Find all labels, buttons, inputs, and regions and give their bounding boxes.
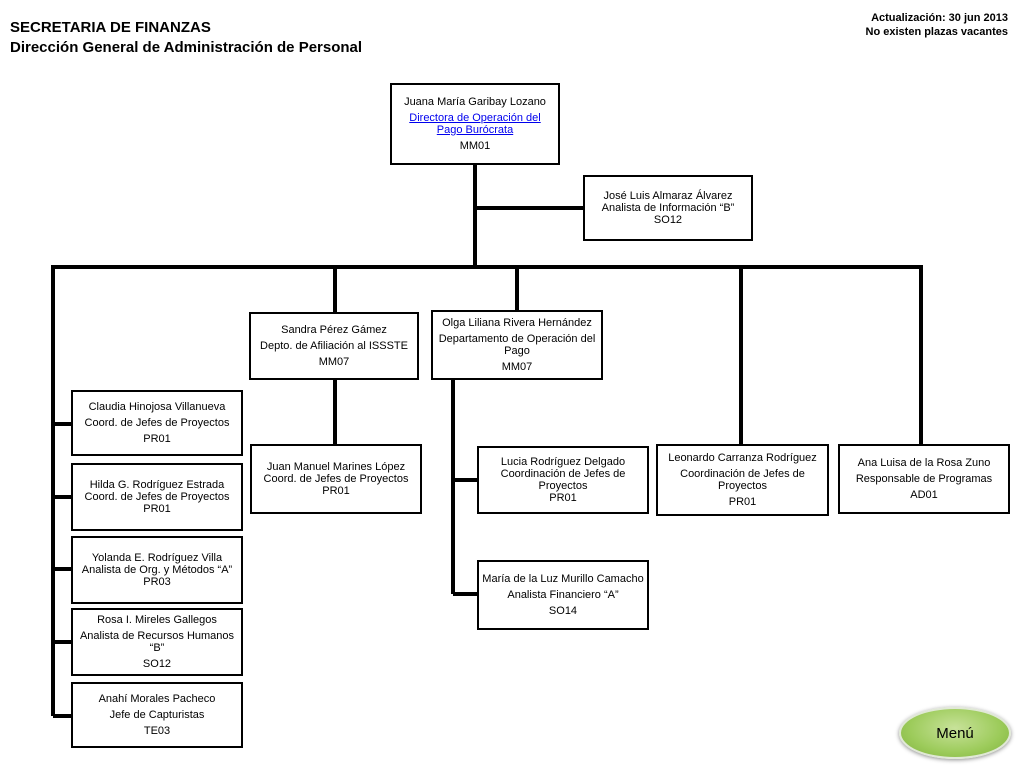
box-code: MM01 — [459, 140, 491, 152]
box-name: Ana Luisa de la Rosa Zuno — [857, 457, 991, 469]
update-date: Actualización: 30 jun 2013 — [871, 12, 1008, 24]
box-name: Lucia Rodríguez Delgado — [500, 456, 626, 468]
vacancies-note: No existen plazas vacantes — [865, 26, 1008, 38]
box-lucia: Lucia Rodríguez Delgado Coordinación de … — [477, 446, 649, 514]
box-leonardo: Leonardo Carranza Rodríguez Coordinación… — [656, 444, 829, 516]
box-code: AD01 — [910, 489, 938, 501]
menu-button[interactable]: Menú — [899, 707, 1011, 759]
box-role: Analista de Org. y Métodos “A” — [81, 564, 233, 576]
box-name: María de la Luz Murillo Camacho — [482, 573, 644, 585]
box-juan: Juan Manuel Marines López Coord. de Jefe… — [250, 444, 422, 514]
box-role: Coord. de Jefes de Proyectos — [263, 473, 409, 485]
box-sandra: Sandra Pérez Gámez Depto. de Afiliación … — [249, 312, 419, 380]
box-maria: María de la Luz Murillo Camacho Analista… — [477, 560, 649, 630]
director-role-link[interactable]: Directora de Operación del Pago Burócrat… — [409, 112, 541, 136]
box-name: Juan Manuel Marines López — [266, 461, 406, 473]
update-info: Actualización: 30 jun 2013 No existen pl… — [866, 11, 1008, 39]
box-code: TE03 — [143, 725, 171, 737]
box-name: José Luis Almaraz Álvarez — [603, 190, 733, 202]
box-name: Anahí Morales Pacheco — [98, 693, 216, 705]
box-name: Leonardo Carranza Rodríguez — [668, 452, 817, 464]
box-director: Juana María Garibay Lozano Directora de … — [390, 83, 560, 165]
box-role: Depto. de Afiliación al ISSSTE — [260, 340, 408, 352]
box-code: SO12 — [653, 214, 683, 226]
box-code: SO14 — [548, 605, 578, 617]
box-code: PR01 — [143, 503, 171, 515]
box-role: Coordinación de Jefes de Proyectos — [680, 468, 805, 492]
box-role: Analista de Información “B” — [601, 202, 735, 214]
box-code: PR01 — [728, 496, 757, 508]
box-name: Juana María Garibay Lozano — [404, 96, 546, 108]
box-code: MM07 — [318, 356, 350, 368]
menu-label: Menú — [936, 724, 974, 742]
page-title: SECRETARIA DE FINANZAS — [10, 19, 211, 36]
box-code: SO12 — [142, 658, 172, 670]
box-name: Rosa I. Mireles Gallegos — [97, 614, 217, 626]
box-code: PR01 — [322, 485, 350, 497]
box-role: Coord. de Jefes de Proyectos — [84, 491, 230, 503]
box-role: Coordinación de Jefes de Proyectos — [500, 468, 626, 492]
box-code: PR01 — [143, 433, 171, 445]
box-role: Analista de Recursos Humanos “B” — [79, 630, 235, 654]
box-role: Jefe de Capturistas — [109, 709, 205, 721]
box-code: MM07 — [501, 361, 533, 373]
box-analyst-b: José Luis Almaraz Álvarez Analista de In… — [583, 175, 753, 241]
box-role: Responsable de Programas — [855, 473, 993, 485]
box-role: Coord. de Jefes de Proyectos — [84, 417, 230, 429]
box-hilda: Hilda G. Rodríguez Estrada Coord. de Jef… — [71, 463, 243, 531]
box-ana: Ana Luisa de la Rosa Zuno Responsable de… — [838, 444, 1010, 514]
box-name: Sandra Pérez Gámez — [281, 324, 387, 336]
box-yolanda: Yolanda E. Rodríguez Villa Analista de O… — [71, 536, 243, 604]
box-olga: Olga Liliana Rivera Hernández Departamen… — [431, 310, 603, 380]
box-name: Yolanda E. Rodríguez Villa — [91, 552, 223, 564]
box-name: Olga Liliana Rivera Hernández — [442, 317, 592, 329]
page-subtitle: Dirección General de Administración de P… — [10, 39, 363, 56]
box-role: Departamento de Operación del Pago — [438, 333, 596, 357]
box-claudia: Claudia Hinojosa Villanueva Coord. de Je… — [71, 390, 243, 456]
box-name: Hilda G. Rodríguez Estrada — [89, 479, 225, 491]
box-name: Claudia Hinojosa Villanueva — [88, 401, 226, 413]
box-rosa: Rosa I. Mireles Gallegos Analista de Rec… — [71, 608, 243, 676]
box-anahi: Anahí Morales Pacheco Jefe de Capturista… — [71, 682, 243, 748]
box-role: Analista Financiero “A” — [507, 589, 619, 601]
box-code: PR01 — [549, 492, 577, 504]
box-code: PR03 — [143, 576, 171, 588]
